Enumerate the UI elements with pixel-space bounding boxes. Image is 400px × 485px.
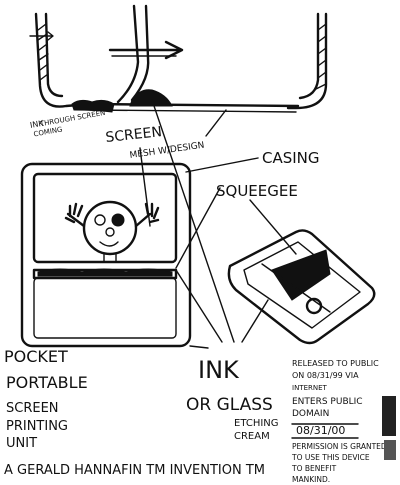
leader-ink-4 (189, 345, 209, 349)
leader-lines (139, 99, 297, 349)
domain-date-box (291, 423, 359, 439)
screen-line-2 (89, 109, 297, 113)
leader-casing (185, 157, 259, 173)
squeegee-label: SQUEEGEE (216, 182, 298, 200)
casing-label: CASING (262, 149, 320, 167)
leader-squeegee (175, 187, 221, 269)
face-head (82, 200, 138, 256)
title-line-portable: PORTABLE (6, 373, 88, 392)
face-eye-left (94, 214, 106, 226)
edge-strip-2 (384, 440, 396, 460)
release-notice: RELEASED TO PUBLIC ON 08/31/99 VIA INTER… (291, 359, 387, 484)
casing-face-mini (305, 297, 323, 315)
title-line-printing: PRINTING (6, 419, 68, 434)
frame-right-wall-inner (298, 12, 320, 100)
face-eye-right (111, 213, 125, 227)
face-neck (103, 253, 117, 263)
domain-line-3: 08/31/00 (296, 424, 345, 437)
screen-line (86, 102, 300, 108)
cross-section-diagram (29, 4, 328, 113)
ink-through-screen (71, 99, 115, 113)
permission-line-4: MANKIND. (292, 475, 330, 484)
ink-label: INK (198, 356, 240, 384)
domain-line-2: DOMAIN (292, 409, 329, 419)
unit-ink-strip (37, 268, 173, 277)
frame-left-wall-inner (44, 12, 64, 98)
screen-label: SCREEN (105, 124, 163, 146)
unit-casing-outer (20, 162, 192, 348)
leader-ink-main (151, 99, 235, 343)
title-block: POCKET PORTABLE SCREEN PRINTING UNIT (4, 347, 88, 451)
edge-strip (382, 396, 396, 436)
release-line-2: ON 08/31/99 VIA (292, 371, 359, 380)
permission-line-1: PERMISSION IS GRANTED (292, 442, 387, 451)
leader-squeegee-2 (249, 199, 297, 255)
leader-ink-3 (241, 299, 269, 343)
release-line-1: RELEASED TO PUBLIC (292, 359, 379, 368)
casing-ink-shade (271, 249, 331, 301)
domain-line-1: ENTERS PUBLIC (292, 397, 363, 407)
cream-label: CREAM (234, 431, 270, 442)
title-line-screen: SCREEN (6, 401, 59, 416)
unit-bottom-panel (33, 277, 177, 339)
unit-screen-frame (32, 172, 178, 264)
or-glass-label: OR GLASS (186, 395, 273, 415)
permission-line-2: TO USE THIS DEVICE (291, 453, 370, 462)
face-nose (105, 227, 115, 237)
title-line-unit: UNIT (6, 436, 37, 451)
leader-ink-top (205, 109, 227, 137)
hatch-right (313, 23, 327, 91)
ink-pile-right (129, 89, 173, 107)
ink-through-line-1: INK (29, 119, 45, 130)
leader-ink-2 (175, 269, 223, 343)
hatch-left (37, 23, 49, 81)
casing-angled-view (227, 229, 376, 345)
casing-outer-shape (227, 229, 376, 345)
ink-through-line-3: THROUGH SCREEN (38, 109, 106, 129)
face-hand-left (64, 202, 86, 228)
pocket-unit-front (20, 162, 192, 348)
etching-label: ETCHING (234, 418, 279, 429)
ink-through-label: INK COMING THROUGH SCREEN (29, 109, 106, 139)
cartoon-face-design (64, 200, 160, 263)
leader-screen (139, 147, 151, 227)
release-line-3: INTERNET (292, 384, 328, 392)
face-hand-right (134, 202, 160, 228)
arrow-left-stub (29, 31, 54, 41)
squeegee-blade (116, 4, 140, 104)
casing-screen-line (261, 263, 331, 313)
title-line-pocket: POCKET (4, 347, 68, 366)
frame-left-wall (34, 12, 92, 108)
credit-line: A GERALD HANNAFIN TM INVENTION TM (4, 463, 265, 478)
face-mouth (99, 241, 119, 247)
permission-line-3: TO BENEFIT (291, 464, 337, 473)
